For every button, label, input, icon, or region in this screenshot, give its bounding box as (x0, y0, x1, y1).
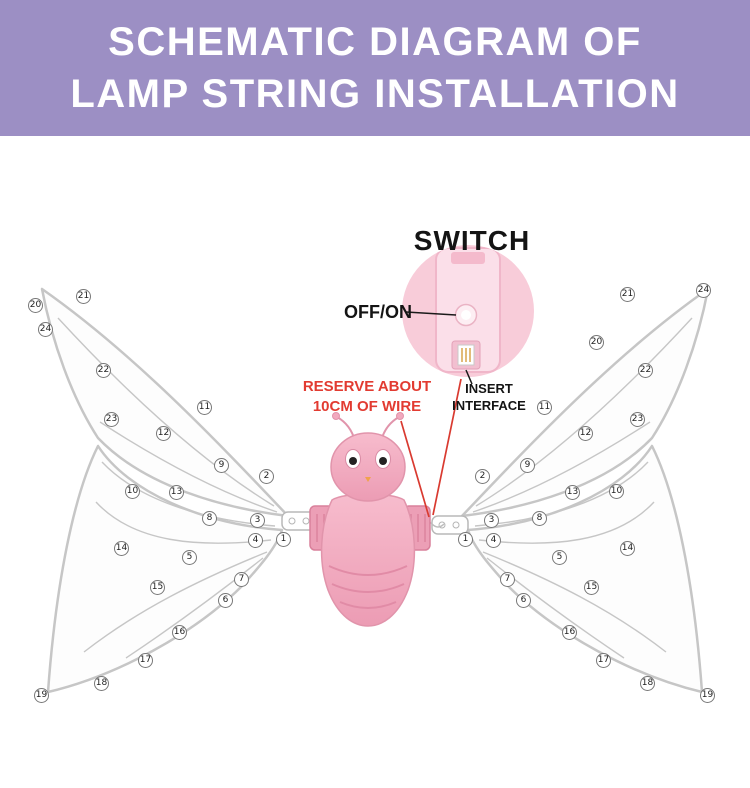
led-point-right-10: 10 (609, 484, 624, 499)
led-point-left-20: 20 (28, 298, 43, 313)
led-point-left-19: 19 (34, 688, 49, 703)
led-point-left-9: 9 (214, 458, 229, 473)
led-point-right-12: 12 (578, 426, 593, 441)
led-point-left-14: 14 (114, 541, 129, 556)
left-antenna-tip (332, 412, 340, 420)
led-point-right-24: 24 (696, 283, 711, 298)
led-point-right-7: 7 (500, 572, 515, 587)
led-point-left-10: 10 (125, 484, 140, 499)
left-wing-strap (281, 511, 319, 531)
led-point-left-7: 7 (234, 572, 249, 587)
switch-inset (402, 245, 534, 377)
panel-slot (451, 252, 485, 264)
pointer-lines (400, 311, 473, 518)
right-antenna-tip (396, 412, 404, 420)
led-point-left-23: 23 (104, 412, 119, 427)
title-line-1: SCHEMATIC DIAGRAM OF (108, 20, 642, 64)
reserve-pointer-line-2 (432, 378, 462, 516)
reserve-wire-line-2: 10CM OF WIRE (312, 397, 422, 415)
led-point-right-5: 5 (552, 550, 567, 565)
led-point-right-20: 20 (589, 335, 604, 350)
reserve-wire-line-1: RESERVE ABOUT (302, 378, 432, 395)
led-point-left-4: 4 (248, 533, 263, 548)
led-point-right-3: 3 (484, 513, 499, 528)
led-point-left-2: 2 (259, 469, 274, 484)
led-point-right-2: 2 (475, 469, 490, 484)
led-point-right-19: 19 (700, 688, 715, 703)
led-point-right-21: 21 (620, 287, 635, 302)
title-line-2: LAMP STRING INSTALLATION (70, 72, 680, 116)
off-on-pointer-line (405, 311, 457, 316)
led-point-left-12: 12 (156, 426, 171, 441)
led-point-left-24: 24 (38, 322, 53, 337)
led-point-right-16: 16 (562, 625, 577, 640)
led-point-left-16: 16 (172, 625, 187, 640)
abdomen-stripe (328, 565, 408, 576)
led-point-right-18: 18 (640, 676, 655, 691)
reserve-pointer-line-1 (400, 420, 430, 518)
led-point-left-15: 15 (150, 580, 165, 595)
beak (365, 477, 371, 482)
insert-pointer-line (465, 369, 473, 385)
led-point-right-9: 9 (520, 458, 535, 473)
led-point-left-17: 17 (138, 653, 153, 668)
led-point-right-13: 13 (565, 485, 580, 500)
abdomen-stripe (331, 583, 405, 593)
led-point-left-21: 21 (76, 289, 91, 304)
led-point-left-18: 18 (94, 676, 109, 691)
title-banner: SCHEMATIC DIAGRAM OF LAMP STRING INSTALL… (0, 0, 750, 136)
led-point-right-11: 11 (537, 400, 552, 415)
led-point-left-13: 13 (169, 485, 184, 500)
led-point-right-8: 8 (532, 511, 547, 526)
socket-pins (461, 348, 471, 362)
body-abdomen (320, 493, 416, 627)
led-point-left-5: 5 (182, 550, 197, 565)
led-point-right-17: 17 (596, 653, 611, 668)
off-on-label: OFF/ON (344, 302, 412, 322)
led-point-left-1: 1 (276, 532, 291, 547)
led-point-left-11: 11 (197, 400, 212, 415)
insert-interface-label: INSERT INTERFACE (452, 381, 526, 415)
led-point-right-6: 6 (516, 593, 531, 608)
led-point-left-6: 6 (218, 593, 233, 608)
insert-interface-line-1: INSERT (465, 381, 513, 396)
led-point-right-1: 1 (458, 532, 473, 547)
power-button-center (461, 310, 471, 320)
insert-interface-line-2: INTERFACE (452, 397, 526, 413)
led-point-left-3: 3 (250, 513, 265, 528)
installation-diagram: SWITCH OFF/ON INSERT INTERFACE RESERVE A… (0, 136, 750, 788)
left-pupil (349, 457, 357, 465)
led-point-right-15: 15 (584, 580, 599, 595)
led-point-right-23: 23 (630, 412, 645, 427)
led-point-right-14: 14 (620, 541, 635, 556)
reserve-wire-label: RESERVE ABOUT 10CM OF WIRE (303, 377, 431, 417)
led-point-left-22: 22 (96, 363, 111, 378)
led-point-right-22: 22 (638, 363, 653, 378)
led-point-right-4: 4 (486, 533, 501, 548)
right-pupil (379, 457, 387, 465)
switch-label: SWITCH (413, 225, 531, 256)
led-point-left-8: 8 (202, 511, 217, 526)
controller-body (309, 412, 431, 627)
abdomen-stripe (339, 601, 397, 609)
